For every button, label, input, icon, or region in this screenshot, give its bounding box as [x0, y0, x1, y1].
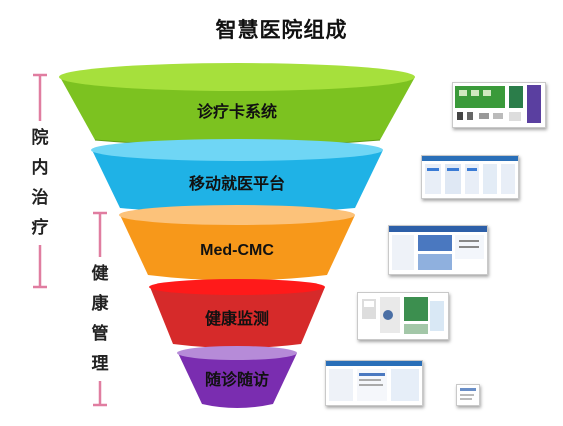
thumbnail-card-system — [452, 82, 546, 128]
group-char: 康 — [91, 294, 109, 314]
group-char: 管 — [91, 324, 109, 344]
screenshot-image — [326, 361, 422, 401]
layer-label-2: 移动就医平台 — [189, 174, 285, 193]
layer-label-1: 诊疗卡系统 — [197, 102, 277, 121]
group-char: 疗 — [31, 218, 49, 238]
thumbnail-med-cmc — [388, 225, 488, 275]
group-label-inpatient: 院 内 治 疗 — [28, 121, 52, 245]
diagram-title: 智慧医院组成 — [215, 18, 348, 42]
screenshot-image — [389, 226, 487, 270]
screenshot-image — [460, 388, 476, 400]
thumbnail-health-monitoring — [357, 292, 449, 340]
thumbnail-follow-up-small — [456, 384, 480, 406]
layer-label-3: Med-CMC — [200, 242, 274, 259]
thumbnail-follow-up — [325, 360, 423, 406]
layer-label-4: 健康监测 — [205, 309, 269, 328]
layer-label-5: 随诊随访 — [205, 370, 269, 389]
thumbnail-mobile-platform — [421, 155, 519, 199]
group-char: 健 — [91, 264, 109, 284]
funnel-layer-3 — [119, 205, 355, 281]
group-char: 院 — [31, 128, 49, 148]
funnel-layer-4 — [149, 279, 325, 348]
screenshot-image — [455, 85, 541, 123]
group-label-health: 健 康 管 理 — [88, 257, 112, 381]
screenshot-image — [362, 297, 444, 334]
group-char: 理 — [91, 354, 109, 374]
funnel-layer-5 — [177, 346, 297, 408]
screenshot-image — [422, 156, 518, 194]
funnel-layer-2 — [91, 139, 383, 214]
group-char: 内 — [31, 158, 49, 178]
group-char: 治 — [31, 188, 49, 208]
